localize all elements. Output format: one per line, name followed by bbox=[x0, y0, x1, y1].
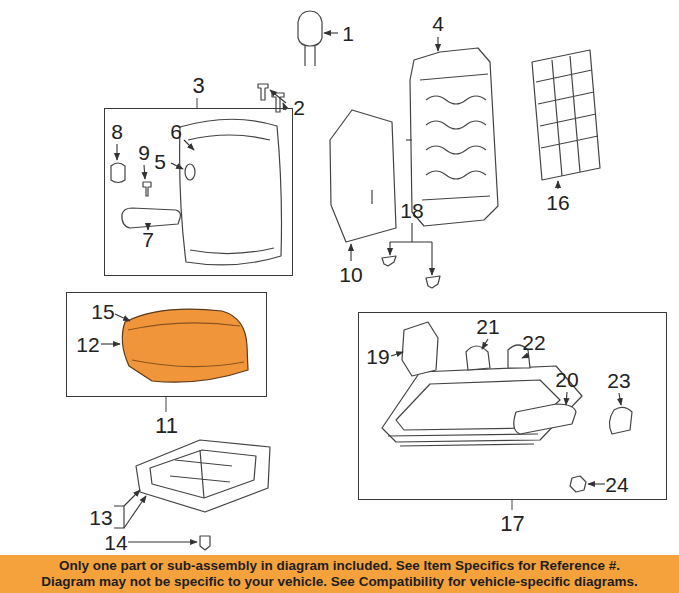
callout-number: 19 bbox=[366, 346, 389, 367]
callout-number: 5 bbox=[154, 151, 166, 172]
callout-number: 20 bbox=[555, 369, 578, 390]
callout-number: 18 bbox=[400, 200, 423, 221]
group-box: 3 bbox=[104, 108, 293, 276]
notice-banner: Only one part or sub-assembly in diagram… bbox=[0, 555, 679, 593]
callout-number: 3 bbox=[192, 75, 204, 97]
callout-number: 15 bbox=[91, 301, 114, 322]
group-box: 17 bbox=[358, 312, 667, 500]
callout-number: 21 bbox=[476, 316, 499, 337]
callout-number: 7 bbox=[142, 229, 154, 250]
callout-number: 17 bbox=[500, 513, 524, 535]
callout-number: 16 bbox=[546, 192, 569, 213]
callout-number: 2 bbox=[293, 97, 305, 118]
callout-number: 12 bbox=[76, 334, 99, 355]
notice-text: Diagram may not be specific to your vehi… bbox=[41, 574, 637, 590]
callout-number: 24 bbox=[605, 474, 628, 495]
callout-number: 13 bbox=[89, 507, 112, 528]
callout-number: 23 bbox=[607, 370, 630, 391]
callout-number: 9 bbox=[138, 142, 150, 163]
callout-number: 1 bbox=[342, 23, 354, 44]
callout-number: 22 bbox=[522, 332, 545, 353]
callout-number: 10 bbox=[339, 264, 362, 285]
callout-number: 6 bbox=[170, 121, 182, 142]
callout-number: 14 bbox=[104, 532, 127, 553]
callout-number: 8 bbox=[111, 121, 123, 142]
callout-number: 11 bbox=[155, 415, 178, 437]
callout-number: 4 bbox=[432, 13, 444, 34]
notice-text: Only one part or sub-assembly in diagram… bbox=[59, 558, 620, 574]
